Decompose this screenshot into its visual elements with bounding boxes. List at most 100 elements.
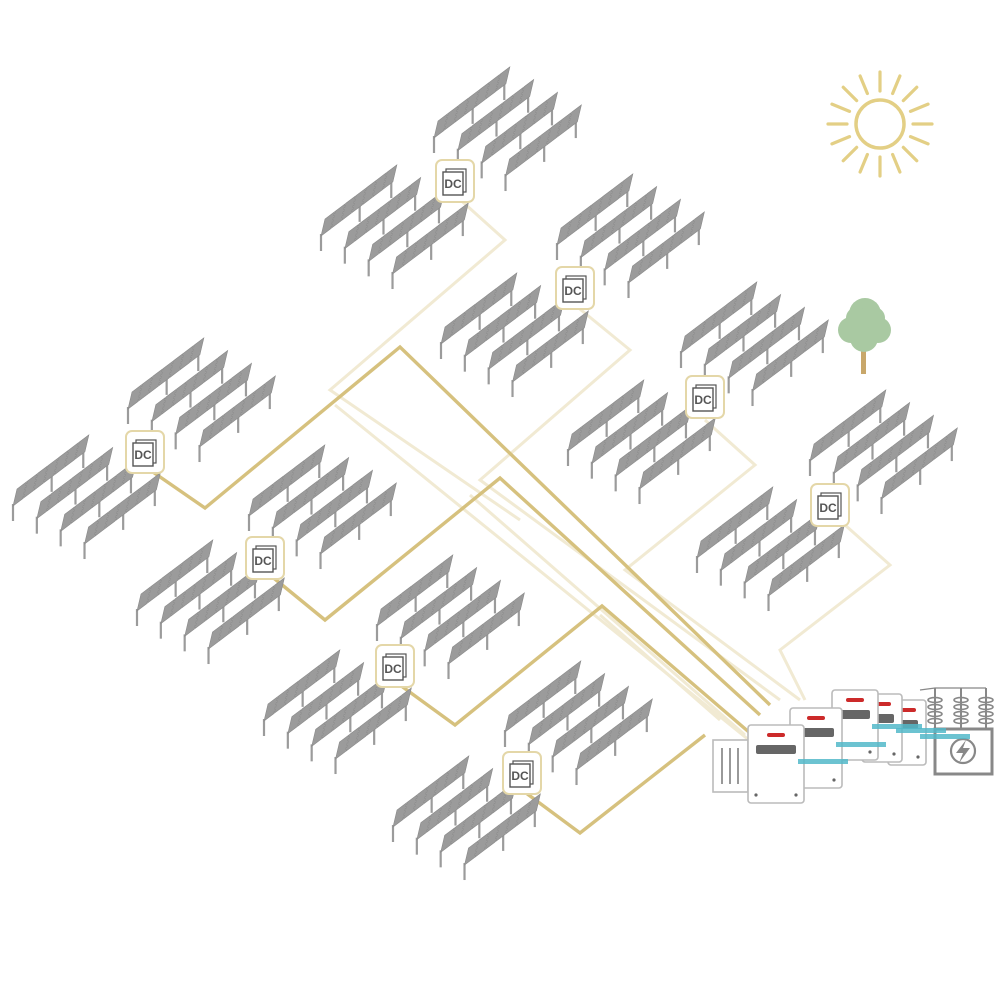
solar-module <box>416 814 431 841</box>
solar-fields <box>11 66 958 881</box>
solar-module <box>22 473 38 499</box>
solar-module <box>609 394 624 421</box>
faint-dc-cable <box>469 493 746 737</box>
solar-module <box>444 762 459 789</box>
panel-row <box>603 198 682 286</box>
solar-module <box>566 660 582 686</box>
solar-module <box>552 732 567 759</box>
solar-module <box>611 209 627 235</box>
solar-module <box>752 366 767 392</box>
solar-module <box>199 422 214 448</box>
solar-module <box>354 215 370 242</box>
panel-row <box>432 66 511 153</box>
solar-module <box>376 601 392 627</box>
solar-module <box>730 537 746 564</box>
solar-module <box>249 592 265 619</box>
solar-module <box>43 457 59 484</box>
solar-module <box>515 143 530 169</box>
solar-module <box>608 180 623 207</box>
panel-row <box>35 446 114 534</box>
central-inverter-icon <box>747 724 848 804</box>
solar-module <box>136 586 152 612</box>
solar-module <box>212 559 227 586</box>
solar-module <box>696 533 712 559</box>
solar-module <box>646 427 661 454</box>
sun-ray <box>858 74 869 96</box>
solar-module <box>656 206 671 232</box>
solar-module <box>861 396 876 423</box>
solar-module <box>192 365 208 392</box>
solar-module <box>478 110 493 136</box>
solar-module <box>148 368 163 395</box>
solar-module <box>263 696 279 722</box>
panel-row <box>551 685 630 773</box>
sun-ray <box>830 102 852 113</box>
solar-module <box>717 517 732 544</box>
solar-module <box>601 430 617 457</box>
panel-row <box>126 337 205 424</box>
solar-module <box>556 667 571 694</box>
panel-row <box>638 417 716 505</box>
solar-module <box>248 491 264 517</box>
solar-module <box>577 204 592 231</box>
solar-module <box>216 378 232 404</box>
solar-module <box>475 81 490 108</box>
panel-row <box>832 401 911 489</box>
solar-module <box>12 481 28 507</box>
solar-module <box>593 701 609 727</box>
solar-module <box>690 211 705 237</box>
solar-module <box>912 450 927 477</box>
solar-module <box>857 461 872 488</box>
solar-module <box>635 435 651 462</box>
solar-module <box>225 580 241 606</box>
solar-module <box>614 685 630 712</box>
solar-module <box>535 683 551 710</box>
solar-module <box>98 446 114 473</box>
solar-module <box>645 214 661 240</box>
solar-module <box>587 196 603 223</box>
solar-module <box>514 699 530 725</box>
solar-module <box>179 344 194 371</box>
solar-module <box>407 577 423 604</box>
solar-module <box>488 102 504 128</box>
solar-module <box>258 483 274 509</box>
panel-row <box>247 444 326 531</box>
solar-module <box>738 345 754 372</box>
solar-module <box>328 677 344 704</box>
solar-module <box>669 226 685 253</box>
solar-module <box>898 430 914 456</box>
solar-module <box>441 582 457 609</box>
solar-module <box>351 187 367 214</box>
solar-module <box>778 563 793 589</box>
solar-module <box>372 171 387 198</box>
solar-module <box>711 304 727 331</box>
insulator-disc <box>927 710 943 718</box>
solar-module <box>639 464 654 490</box>
solar-module <box>598 402 614 429</box>
solar-module <box>239 600 254 627</box>
solar-module <box>362 179 377 206</box>
solar-module <box>135 479 151 506</box>
dc-label: DC <box>511 769 529 783</box>
solar-module <box>330 203 346 229</box>
sun-ray <box>901 85 919 103</box>
solar-module <box>146 578 162 604</box>
solar-module <box>556 220 572 246</box>
solar-module <box>316 500 332 527</box>
solar-module <box>464 331 479 358</box>
panel-row <box>343 176 422 264</box>
solar-module <box>769 322 785 348</box>
solar-module <box>546 675 561 702</box>
solar-module <box>454 97 469 124</box>
solar-module <box>919 414 935 441</box>
solar-module <box>206 385 221 412</box>
solar-module <box>308 693 323 719</box>
panel-row <box>286 661 365 749</box>
solar-module <box>88 454 103 481</box>
solar-module <box>420 197 435 223</box>
solar-module <box>615 451 630 478</box>
solar-module <box>559 696 575 722</box>
active-dc-cable <box>399 603 752 735</box>
solar-module <box>632 407 648 434</box>
panel-row <box>423 579 502 667</box>
